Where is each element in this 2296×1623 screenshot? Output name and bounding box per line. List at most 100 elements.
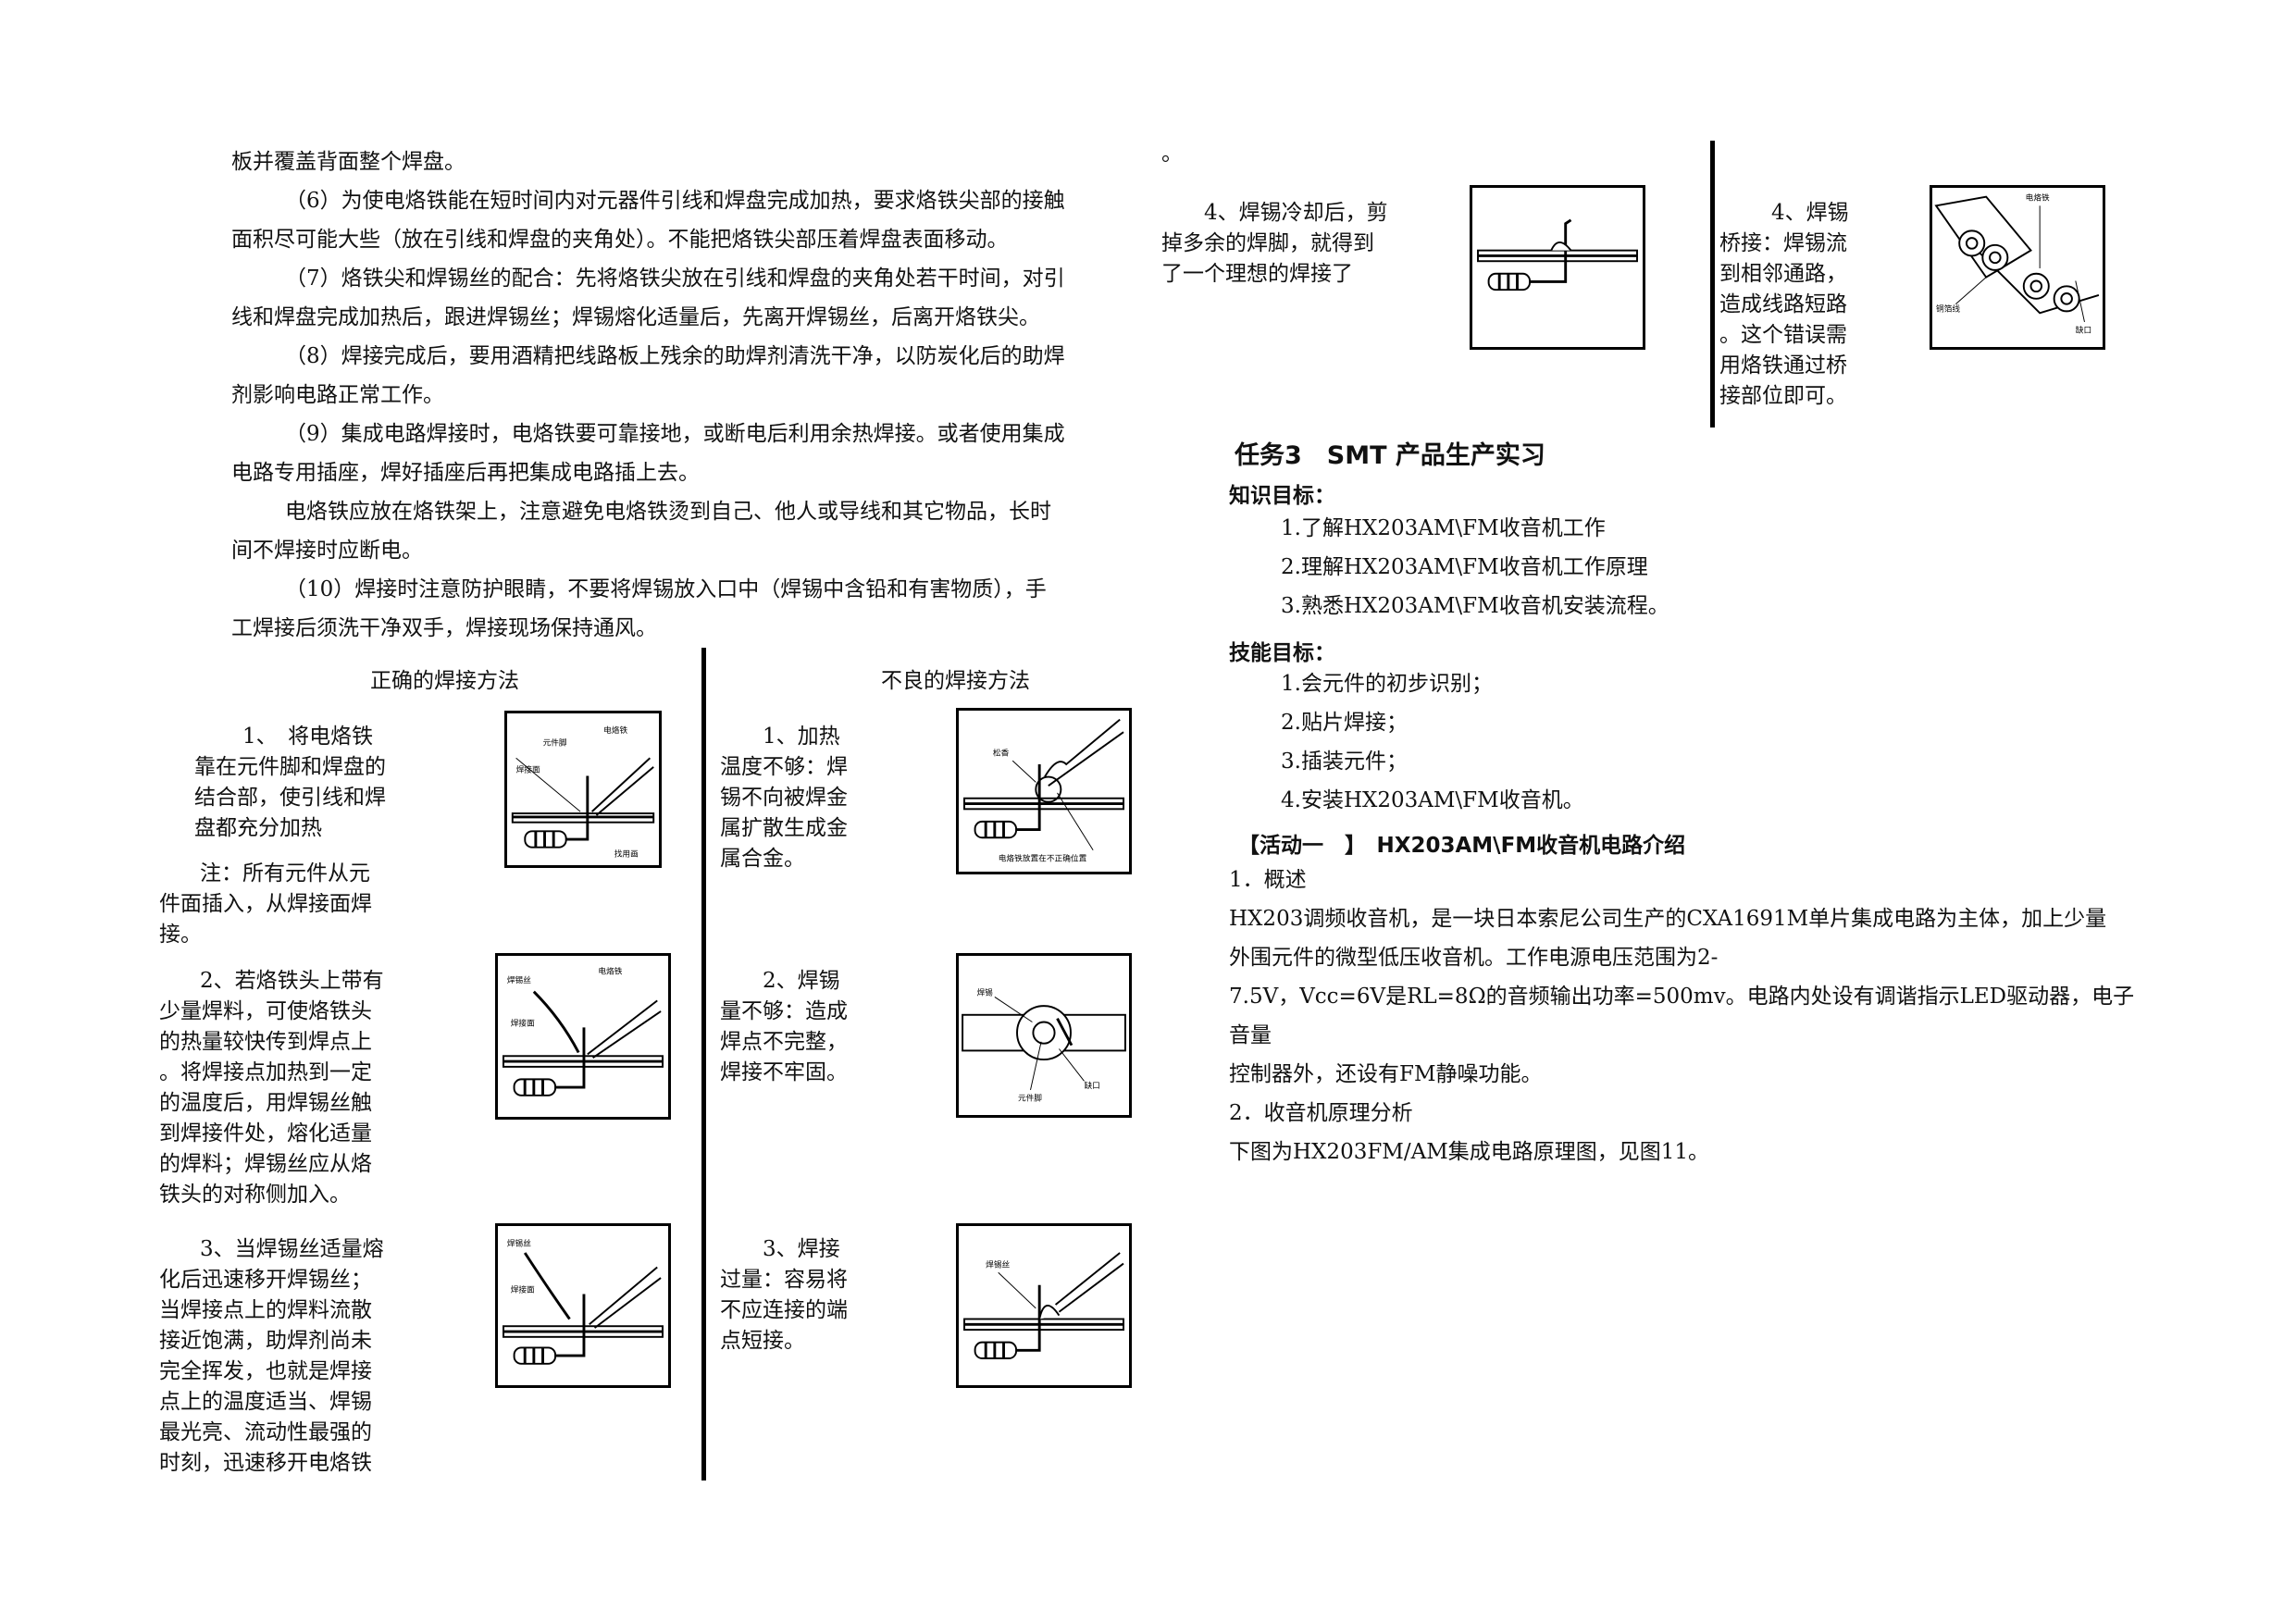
text-line: 少量焊料，可使烙铁头 [159,999,372,1023]
correct-step-4: 4、焊锡冷却后，剪 掉多余的焊脚，就得到 了一个理想的焊接了 [1161,198,1430,290]
text-line: 造成线路短路 [1719,292,1847,316]
knowledge-item: 3.熟悉HX203AM\FM收音机安装流程。 [1281,594,1669,618]
para-line: （9）集成电路焊接时，电烙铁要可靠接地，或断电后利用余热焊接。或者使用集成 [285,422,1065,446]
text-line: 不应连接的端 [720,1298,848,1322]
text-line: 盘都充分加热 [194,816,322,840]
para-line: 剂影响电路正常工作。 [231,383,444,407]
skill-item: 3.插装元件； [1281,750,1408,774]
column-divider [701,648,706,1481]
text-line: 的温度后，用焊锡丝触 [159,1091,372,1115]
fig-label: 焊接面 [516,764,540,775]
para-line: 面积尽可能大些（放在引线和焊盘的夹角处）。不能把烙铁尖部压着焊盘表面移动。 [231,228,1009,252]
text-line: 结合部，使引线和焊 [194,786,386,810]
text-line: 温度不够：焊 [720,755,848,779]
text-line: 接。 [159,923,202,947]
fig-label: 焊接面 [511,1284,535,1295]
para-line: （8）焊接完成后，要用酒精把线路板上残余的助焊剂清洗干净，以防炭化后的助焊 [285,344,1065,368]
overview-section: 1．概述 HX203调频收音机，是一块日本索尼公司生产的CXA1691M单片集成… [1229,861,2154,1171]
text-line: 了一个理想的焊接了 [1161,262,1353,286]
text-line: 铁头的对称侧加入。 [159,1183,351,1207]
fig-label: 缺口 [1084,1080,1099,1091]
section-title: 2．收音机原理分析 [1229,1101,1413,1125]
text-line: 最光亮、流动性最强的 [159,1420,372,1444]
fig-label: 焊锡丝 [507,974,531,985]
skill-item: 1.会元件的初步识别； [1281,672,1493,696]
para-line: HX203调频收音机，是一块日本索尼公司生产的CXA1691M单片集成电路为主体… [1229,907,2107,931]
para-line: 外围元件的微型低压收音机。工作电源电压范围为2- [1229,946,1719,970]
text-line: 当焊接点上的焊料流散 [159,1298,372,1322]
correct-step-2: 2、若烙铁头上带有 少量焊料，可使烙铁头 的热量较快传到焊点上 。将焊接点加热到… [159,966,409,1210]
text-line: 点短接。 [720,1329,805,1353]
continuation-dot: 。 [1161,142,1183,166]
fig-label: 焊锡 [977,987,994,998]
text-line: 过量：容易将 [720,1268,848,1292]
soldering-bad-figure-1: 松香 电烙铁放置在不正确位置 [956,708,1132,874]
soldering-bad-figure-3: 焊锡丝 [956,1223,1132,1388]
text-line: 掉多余的焊脚，就得到 [1161,231,1374,255]
left-instructions: 板并覆盖背面整个焊盘。 （6）为使电烙铁能在短时间内对元器件引线和焊盘完成加热，… [231,142,1143,648]
bad-method-header: 不良的焊接方法 [881,669,1030,693]
text-line: 4、焊锡冷却后，剪 [1204,201,1388,225]
text-line: 。将焊接点加热到一定 [159,1060,372,1084]
text-line: 接近饱满，助焊剂尚未 [159,1329,372,1353]
correct-step-1: 1、 将电烙铁 靠在元件脚和焊盘的 结合部，使引线和焊 盘都充分加热 [194,722,416,844]
text-line: 桥接：焊锡流 [1719,231,1847,255]
soldering-correct-figure-1: 元件脚 电烙铁 焊接面 找用画 [504,711,662,868]
text-line: 的热量较快传到焊点上 [159,1030,372,1054]
fig-label: 焊接面 [511,1017,535,1028]
bad-step-4: 4、焊锡 桥接：焊锡流 到相邻通路， 造成线路短路 。这个错误需 用烙铁通过桥 … [1719,198,1868,412]
fig-label: 元件脚 [543,737,567,749]
text-line: 。这个错误需 [1719,323,1847,347]
para-line: 电烙铁应放在烙铁架上，注意避免电烙铁烫到自己、他人或导线和其它物品，长时 [285,500,1051,524]
fig-label: 焊锡丝 [986,1258,1010,1270]
text-line: 4、焊锡 [1771,201,1849,225]
text-line: 时刻，迅速移开电烙铁 [159,1451,372,1475]
text-line: 属扩散生成金 [720,816,848,840]
knowledge-title: 知识目标： [1229,484,1335,508]
para-line: 控制器外，还设有FM静噪功能。 [1229,1062,1543,1086]
fig-label: 电烙铁放置在不正确位置 [999,852,1087,863]
fig-label: 铜箔线 [1936,303,1960,314]
activity-title: 【活动一 】 HX203AM\FM收音机电路介绍 [1238,834,1686,858]
fig-label: 找用画 [614,848,639,859]
text-line: 用烙铁通过桥 [1719,353,1847,378]
correct-note: 注：所有元件从元 件面插入，从焊接面焊 接。 [159,859,409,950]
bad-step-1: 1、加热 温度不够：焊 锡不向被焊金 属扩散生成金 属合金。 [720,722,887,874]
fig-label: 电烙铁 [603,725,627,736]
text-line: 注：所有元件从元 [200,861,370,886]
text-line: 的焊料；焊锡丝应从烙 [159,1152,372,1176]
bad-step-3: 3、焊接 过量：容易将 不应连接的端 点短接。 [720,1234,887,1357]
soldering-correct-figure-2: 焊锡丝 电烙铁 焊接面 [495,953,671,1120]
para-line: 7.5V，Vcc=6V是RL=8Ω的音频输出功率=500mv。电路内处设有调谐指… [1229,985,2135,1047]
soldering-correct-figure-4 [1470,185,1645,350]
para-line: （10）焊接时注意防护眼睛，不要将焊锡放入口中（焊锡中含铅和有害物质），手 [285,577,1047,601]
text-line: 到焊接件处，熔化适量 [159,1121,372,1146]
para-line: 工焊接后须洗干净双手，焊接现场保持通风。 [231,616,657,640]
text-line: 2、若烙铁头上带有 [200,969,384,993]
fig-label: 缺口 [2076,325,2091,336]
para-line: 下图为HX203FM/AM集成电路原理图，见图11。 [1229,1140,1710,1164]
knowledge-item: 1.了解HX203AM\FM收音机工作 [1281,516,1606,540]
para-line: 间不焊接时应断电。 [231,539,423,563]
task-title: 任务3 SMT 产品生产实习 [1235,441,1545,470]
skill-title: 技能目标： [1229,641,1335,665]
text-line: 属合金。 [720,847,805,871]
skill-item: 4.安装HX203AM\FM收音机。 [1281,788,1584,812]
para-line: 线和焊盘完成加热后，跟进焊锡丝；焊锡熔化适量后，先离开焊锡丝，后离开烙铁尖。 [231,305,1040,329]
para-line: （7）烙铁尖和焊锡丝的配合：先将烙铁尖放在引线和焊盘的夹角处若干时间，对引 [285,266,1065,291]
soldering-bad-figure-2: 焊锡 缺口 元件脚 [956,953,1132,1118]
fig-label: 电烙铁 [2026,192,2050,204]
fig-label: 元件脚 [1018,1093,1042,1104]
skill-list: 1.会元件的初步识别； 2.贴片焊接； 3.插装元件； 4.安装HX203AM\… [1281,664,2021,820]
soldering-bridge-figure: 电烙铁 铜箔线 缺口 [1930,185,2105,350]
text-line: 到相邻通路， [1719,262,1847,286]
knowledge-list: 1.了解HX203AM\FM收音机工作 2.理解HX203AM\FM收音机工作原… [1281,509,2021,626]
text-line: 接部位即可。 [1719,384,1847,408]
text-line: 3、当焊锡丝适量熔 [200,1237,384,1261]
para-line: （6）为使电烙铁能在短时间内对元器件引线和焊盘完成加热，要求烙铁尖部的接触 [285,189,1065,213]
text-line: 点上的温度适当、焊锡 [159,1390,372,1414]
correct-step-3: 3、当焊锡丝适量熔 化后迅速移开焊锡丝； 当焊接点上的焊料流散 接近饱满，助焊剂… [159,1234,409,1479]
text-line: 2、焊锡 [763,969,840,993]
fig-label: 焊锡丝 [507,1237,531,1248]
text-line: 靠在元件脚和焊盘的 [194,755,386,779]
